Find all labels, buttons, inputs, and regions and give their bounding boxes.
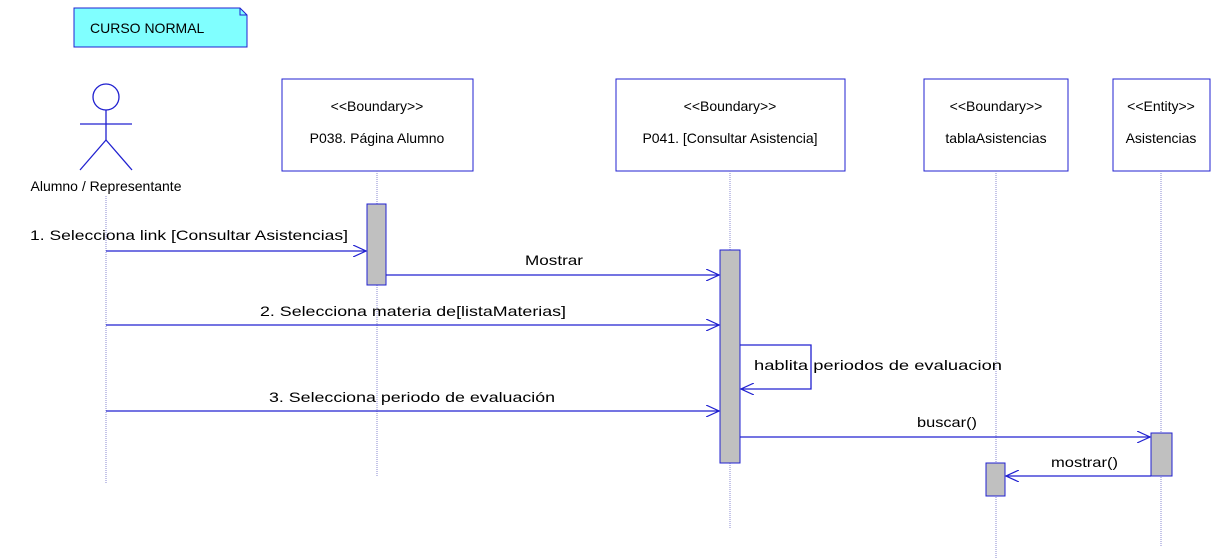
lifeline-head-asistencias: <<Entity>> Asistencias <box>1112 78 1211 172</box>
message-label: 2. Selecciona materia de[listaMaterias] <box>260 303 566 319</box>
message-label: mostrar() <box>1051 454 1118 470</box>
lifeline-name: P038. Página Alumno <box>310 130 445 146</box>
lifeline-head-p038: <<Boundary>> P038. Página Alumno <box>281 78 474 172</box>
message-arrow-self <box>740 344 812 389</box>
lifeline-head-p041: <<Boundary>> P041. [Consultar Asistencia… <box>615 78 846 172</box>
lifeline-stereotype: <<Boundary>> <box>684 98 777 114</box>
activation-p038 <box>366 203 387 286</box>
actor-name: Alumno / Representante <box>31 178 182 194</box>
activation-p041 <box>719 249 741 464</box>
activation-asistencias <box>1150 432 1173 477</box>
message-label: buscar() <box>917 414 977 430</box>
message-label: 3. Selecciona periodo de evaluación <box>269 389 555 405</box>
lifeline-name: tablaAsistencias <box>945 130 1046 146</box>
note-curso-normal: CURSO NORMAL <box>73 7 248 48</box>
lifeline-stereotype: <<Entity>> <box>1127 98 1195 114</box>
lifeline-stereotype: <<Boundary>> <box>950 98 1043 114</box>
message-label: hablita periodos de evaluacion <box>754 357 1002 373</box>
activation-tabla-asistencias <box>985 462 1006 497</box>
actor-figure <box>79 83 133 171</box>
message-label: Mostrar <box>525 252 583 268</box>
message-label: 1. Selecciona link [Consultar Asistencia… <box>30 227 348 243</box>
lifeline-stereotype: <<Boundary>> <box>331 98 424 114</box>
note-text: CURSO NORMAL <box>90 20 205 36</box>
lifeline-name: Asistencias <box>1126 130 1197 146</box>
lifeline-head-tabla-asistencias: <<Boundary>> tablaAsistencias <box>923 78 1069 172</box>
lifeline-name: P041. [Consultar Asistencia] <box>642 130 817 146</box>
